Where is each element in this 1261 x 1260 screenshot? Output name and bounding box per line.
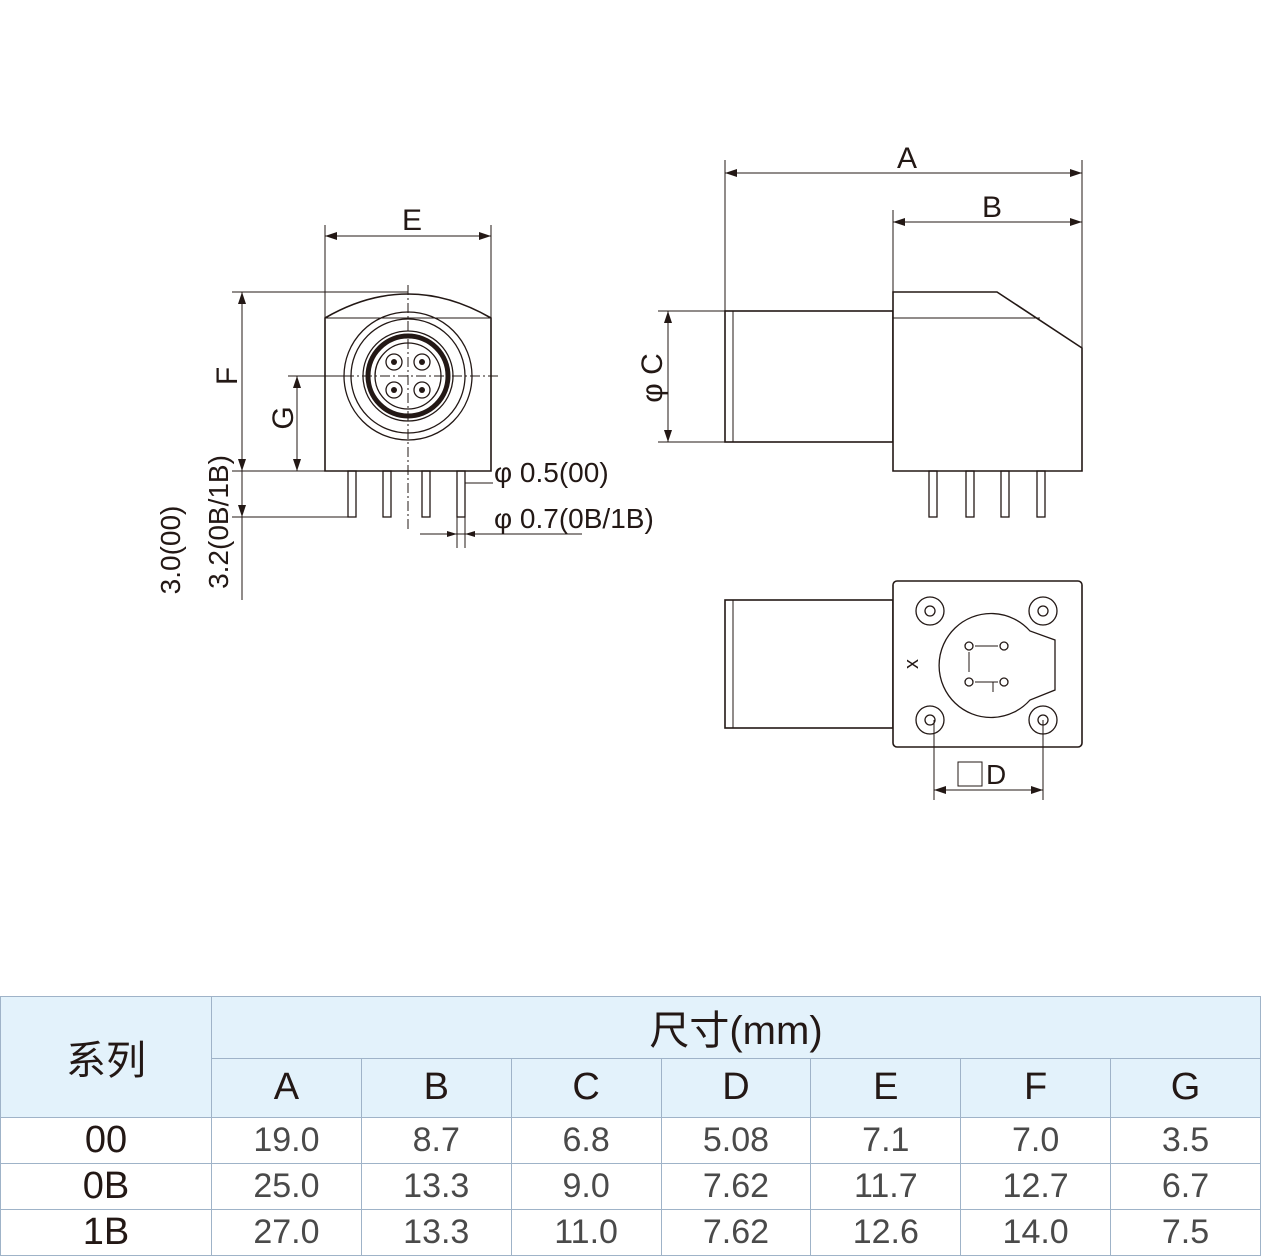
label-e: E	[402, 204, 422, 237]
column-header-b: B	[360, 1057, 512, 1118]
label-f: F	[211, 367, 244, 385]
series-cell: 1B	[0, 1209, 212, 1256]
label-pin-length-00: 3.0(00)	[155, 506, 186, 595]
dimension-table: 系列 尺寸(mm) A B C D E F G 00 19.0 8.7 6.8 …	[0, 996, 1261, 1256]
column-header-e: E	[810, 1057, 962, 1118]
value-cell: 3.5	[1110, 1117, 1261, 1164]
table-row: 00 19.0 8.7 6.8 5.08 7.1 7.0 3.5	[0, 1117, 1261, 1164]
value-cell: 7.62	[660, 1163, 812, 1210]
value-cell: 11.7	[810, 1163, 962, 1210]
column-header-d: D	[660, 1057, 812, 1118]
value-cell: 19.0	[211, 1117, 362, 1164]
dimension-header: 尺寸(mm)	[211, 996, 1261, 1059]
value-cell: 9.0	[510, 1163, 662, 1210]
value-cell: 7.5	[1110, 1209, 1261, 1256]
value-cell: 7.1	[810, 1117, 962, 1164]
label-g: G	[267, 406, 300, 429]
column-header-g: G	[1110, 1057, 1261, 1118]
label-pin-length-0b1b: 3.2(0B/1B)	[203, 455, 234, 589]
value-cell: 6.8	[510, 1117, 662, 1164]
label-pin-dia-00: φ 0.5(00)	[494, 457, 609, 488]
table-row: 1B 27.0 13.3 11.0 7.62 12.6 14.0 7.5	[0, 1209, 1261, 1256]
value-cell: 7.0	[960, 1117, 1112, 1164]
column-header-f: F	[960, 1057, 1112, 1118]
value-cell: 14.0	[960, 1209, 1112, 1256]
value-cell: 6.7	[1110, 1163, 1261, 1210]
value-cell: 5.08	[660, 1117, 812, 1164]
series-cell: 0B	[0, 1163, 212, 1210]
label-d: D	[986, 759, 1006, 790]
column-header-a: A	[211, 1057, 362, 1118]
series-header: 系列	[0, 996, 212, 1118]
label-a: A	[897, 142, 917, 175]
bottom-view	[724, 580, 1083, 800]
value-cell: 27.0	[211, 1209, 362, 1256]
label-key-mark: x	[901, 659, 923, 669]
value-cell: 13.3	[360, 1209, 512, 1256]
value-cell: 13.3	[360, 1163, 512, 1210]
technical-drawing: E F G 3.2(0B/1B) 3.0(00) φ 0.5(00) φ 0.7…	[155, 142, 1083, 800]
value-cell: 8.7	[360, 1117, 512, 1164]
value-cell: 11.0	[510, 1209, 662, 1256]
value-cell: 12.7	[960, 1163, 1112, 1210]
value-cell: 12.6	[810, 1209, 962, 1256]
front-view	[232, 225, 582, 600]
side-view	[658, 160, 1083, 518]
label-b: B	[982, 191, 1002, 224]
column-header-c: C	[510, 1057, 662, 1118]
table-row: 0B 25.0 13.3 9.0 7.62 11.7 12.7 6.7	[0, 1163, 1261, 1210]
value-cell: 7.62	[660, 1209, 812, 1256]
value-cell: 25.0	[211, 1163, 362, 1210]
label-pin-dia-0b1b: φ 0.7(0B/1B)	[494, 503, 654, 534]
series-cell: 00	[0, 1117, 212, 1164]
label-c: φ C	[636, 353, 669, 402]
